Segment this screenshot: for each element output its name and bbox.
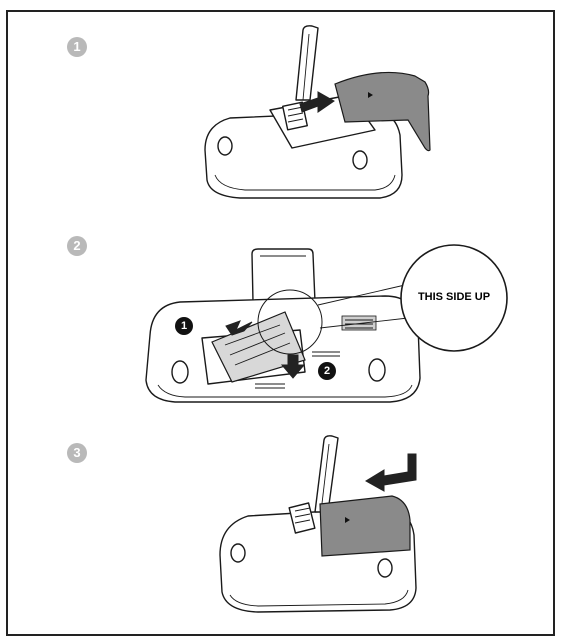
marker-2: 2: [318, 363, 336, 379]
marker-1: 1: [175, 318, 193, 334]
step-3-illustration: [220, 436, 416, 612]
this-side-up-label: THIS SIDE UP: [402, 291, 506, 303]
step-1-illustration: [205, 26, 430, 198]
